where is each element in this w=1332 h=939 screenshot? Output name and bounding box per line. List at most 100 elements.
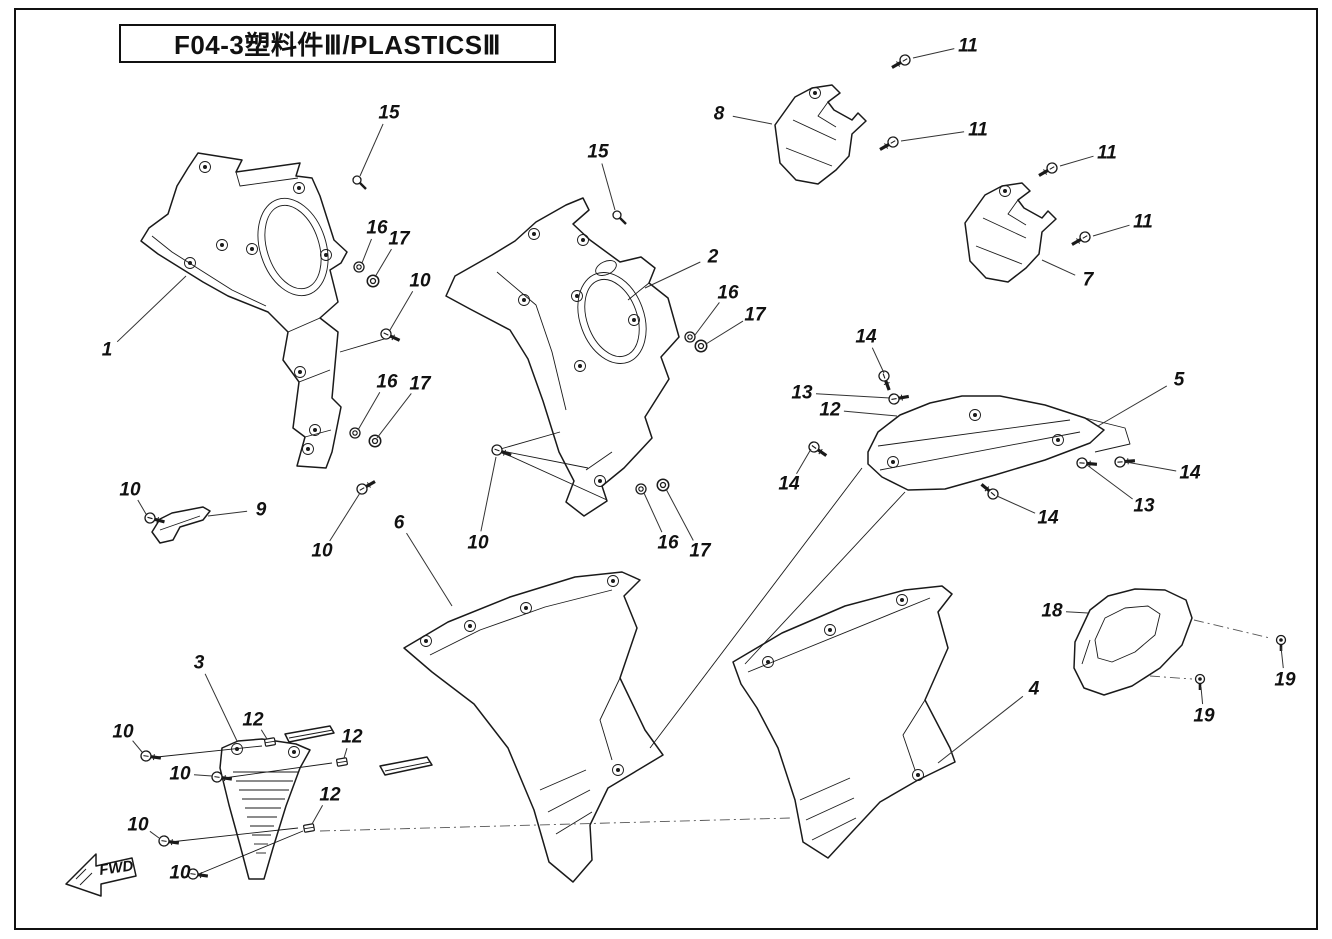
leader-line — [149, 830, 160, 839]
part-3-center-grille — [219, 738, 311, 880]
leader-line — [389, 290, 414, 331]
part-9-small-bracket — [151, 506, 211, 544]
callout-label-11: 11 — [1097, 143, 1117, 164]
callout-label-16: 16 — [717, 283, 739, 304]
part-4-side-panel-right — [732, 585, 956, 859]
callout-label-10: 10 — [311, 541, 333, 562]
leader-line — [132, 740, 143, 753]
callout-label-17: 17 — [409, 374, 432, 395]
leader-line — [374, 248, 392, 278]
leader-line — [207, 510, 248, 517]
part-1-front-panel-left — [140, 152, 348, 469]
callout-label-10: 10 — [119, 480, 141, 501]
title-box: F04-3塑料件Ⅲ/PLASTICSⅢ — [119, 24, 556, 63]
leader-line — [406, 532, 453, 607]
callout-label-5: 5 — [1174, 370, 1185, 391]
leader-line — [260, 729, 268, 740]
leader-line — [815, 393, 891, 399]
diagram-title: F04-3塑料件Ⅲ/PLASTICSⅢ — [173, 30, 502, 60]
part-6-side-panel-left — [403, 571, 664, 883]
leader-line — [665, 488, 694, 541]
callout-label-17: 17 — [689, 541, 712, 562]
callout-label-10: 10 — [127, 815, 149, 836]
leader-line — [137, 499, 147, 515]
assembly-lines — [156, 336, 1271, 875]
callout-label-14: 14 — [778, 474, 800, 495]
leader-line — [329, 492, 361, 542]
callout-label-6: 6 — [394, 513, 405, 534]
leader-line — [732, 115, 773, 125]
callout-label-1: 1 — [102, 340, 113, 361]
leader-line — [357, 392, 381, 431]
leader-line — [996, 495, 1036, 514]
leader-line — [1092, 224, 1130, 237]
leader-line — [204, 673, 238, 742]
part-8-bracket — [775, 85, 866, 184]
leader-line — [311, 804, 324, 825]
page-border — [14, 8, 1318, 930]
leader-line — [376, 393, 412, 439]
leader-line — [193, 774, 213, 777]
callout-label-11: 11 — [968, 120, 988, 141]
callout-label-19: 19 — [1193, 706, 1215, 727]
leader-line — [644, 261, 701, 289]
leader-line — [601, 163, 616, 211]
callout-label-12: 12 — [819, 400, 841, 421]
part-12-trim-strips — [284, 725, 433, 776]
callout-label-12: 12 — [242, 710, 264, 731]
leader-line — [796, 448, 812, 475]
callout-label-17: 17 — [388, 229, 411, 250]
callout-label-10: 10 — [409, 271, 431, 292]
leader-line — [694, 302, 720, 336]
leader-line — [480, 456, 497, 532]
callout-label-11: 11 — [958, 36, 978, 57]
leader-line — [643, 492, 663, 533]
part-5-side-panel-upper — [867, 395, 1131, 491]
leader-line — [116, 275, 187, 343]
callout-label-3: 3 — [194, 653, 205, 674]
callout-label-10: 10 — [112, 722, 134, 743]
callout-label-9: 9 — [256, 500, 267, 521]
leader-line — [1125, 461, 1177, 472]
leader-line — [1065, 611, 1089, 614]
leader-line — [937, 695, 1024, 764]
leader-line — [1041, 259, 1076, 276]
leader-line — [1200, 686, 1204, 705]
leader-line — [900, 131, 965, 142]
callout-label-7: 7 — [1083, 270, 1095, 291]
leader-line — [359, 123, 384, 177]
callout-label-14: 14 — [1037, 508, 1059, 529]
callout-label-15: 15 — [378, 103, 400, 124]
leader-line — [1086, 464, 1133, 500]
part-18-duct — [1073, 588, 1193, 696]
callout-label-17: 17 — [744, 305, 767, 326]
callout-label-19: 19 — [1274, 670, 1296, 691]
part-2-front-panel-center — [445, 197, 680, 517]
callout-label-11: 11 — [1133, 212, 1153, 233]
callout-label-10: 10 — [169, 863, 191, 884]
leader-line — [871, 347, 885, 374]
leader-line — [1059, 155, 1094, 167]
callout-label-13: 13 — [791, 383, 813, 404]
callout-label-14: 14 — [1179, 463, 1201, 484]
callout-label-16: 16 — [657, 533, 679, 554]
callout-label-16: 16 — [376, 372, 398, 393]
callout-label-12: 12 — [341, 727, 363, 748]
part-7-bracket — [965, 183, 1056, 282]
callout-label-10: 10 — [467, 533, 489, 554]
leader-line — [361, 238, 372, 264]
callout-label-13: 13 — [1133, 496, 1155, 517]
callout-label-4: 4 — [1028, 679, 1040, 700]
callout-label-12: 12 — [319, 785, 341, 806]
leader-line — [912, 48, 955, 59]
leader-line — [1097, 385, 1168, 427]
callout-label-8: 8 — [714, 104, 725, 125]
leader-line — [843, 410, 898, 417]
callout-label-10: 10 — [169, 764, 191, 785]
fwd-arrow: FWD — [65, 853, 137, 897]
callout-label-18: 18 — [1041, 601, 1063, 622]
fwd-label: FWD — [98, 857, 134, 879]
